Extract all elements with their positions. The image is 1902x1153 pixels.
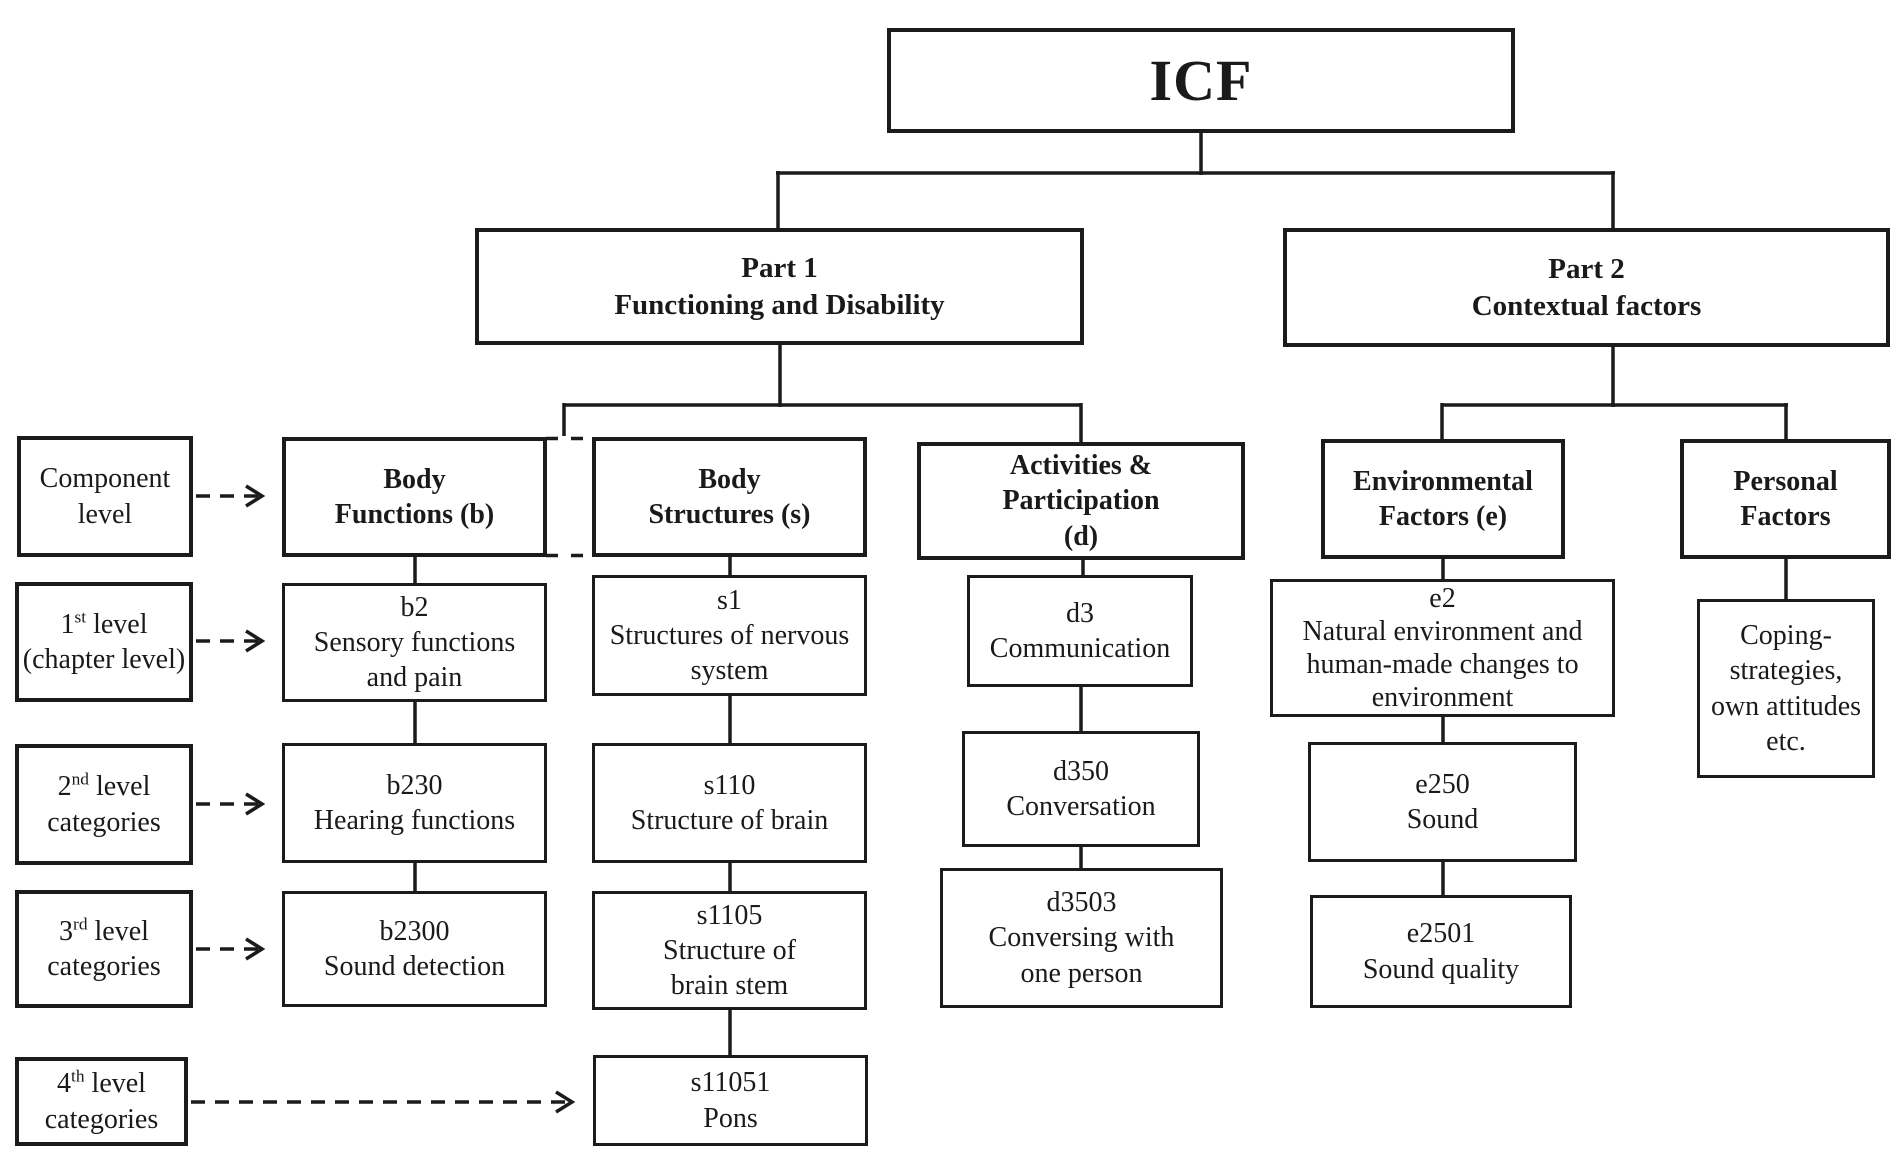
ordinal-suffix: st: [74, 607, 87, 627]
label-line: (chapter level): [22, 644, 186, 675]
d3-box: d3 Communication: [967, 575, 1193, 687]
b2-box: b2 Sensory functions and pain: [282, 583, 547, 702]
body-functions-box: Body Functions (b): [282, 437, 547, 557]
d3503-box: d3503 Conversing with one person: [940, 868, 1223, 1008]
label-line: level: [77, 498, 133, 530]
s1-box: s1 Structures of nervous system: [592, 575, 867, 696]
b2300-box: b2300 Sound detection: [282, 891, 547, 1007]
ordinal-suffix: th: [71, 1066, 85, 1086]
b230-box: b230 Hearing functions: [282, 743, 547, 863]
part2-box: Part 2 Contextual factors: [1283, 228, 1890, 347]
label-1st-level: 1st level (chapter level): [15, 582, 193, 702]
d350-box: d350 Conversation: [962, 731, 1200, 847]
ordinal-suffix: rd: [73, 914, 88, 934]
e250-box: e250 Sound: [1308, 742, 1577, 862]
s11051-box: s11051 Pons: [593, 1055, 868, 1146]
label-line: 3rd level: [59, 914, 149, 947]
e2-box: e2 Natural environment and human-made ch…: [1270, 579, 1615, 717]
e2501-box: e2501 Sound quality: [1310, 895, 1572, 1008]
label-component-level: Component level: [17, 436, 193, 557]
activities-participation-box: Activities & Participation (d): [917, 442, 1245, 560]
label-line: 2nd level: [57, 769, 151, 803]
label-line: categories: [44, 1103, 159, 1135]
icf-root-box: ICF: [887, 28, 1515, 133]
label-line: 4th level: [57, 1066, 146, 1100]
dashed-bridge-body-functions-structures: [546, 436, 593, 558]
label-line: 1st level: [60, 607, 148, 640]
body-structures-box: Body Structures (s): [592, 437, 867, 557]
level-label-arrows: [191, 484, 576, 1114]
environmental-factors-box: Environmental Factors (e): [1321, 439, 1565, 559]
ordinal-suffix: nd: [71, 769, 89, 789]
part1-box: Part 1 Functioning and Disability: [475, 228, 1084, 345]
label-2nd-level: 2nd level categories: [15, 744, 193, 865]
s110-box: s110 Structure of brain: [592, 743, 867, 863]
s1105-box: s1105 Structure of brain stem: [592, 891, 867, 1010]
tree-connector-lines: [413, 133, 1788, 1057]
coping-strategies-box: Coping- strategies, own attitudes etc.: [1697, 599, 1875, 778]
label-4th-level: 4th level categories: [15, 1057, 188, 1146]
label-line: categories: [47, 806, 161, 838]
label-line: categories: [47, 951, 161, 982]
personal-factors-box: Personal Factors: [1680, 439, 1891, 559]
label-line: Component: [39, 463, 171, 495]
label-3rd-level: 3rd level categories: [15, 890, 193, 1008]
